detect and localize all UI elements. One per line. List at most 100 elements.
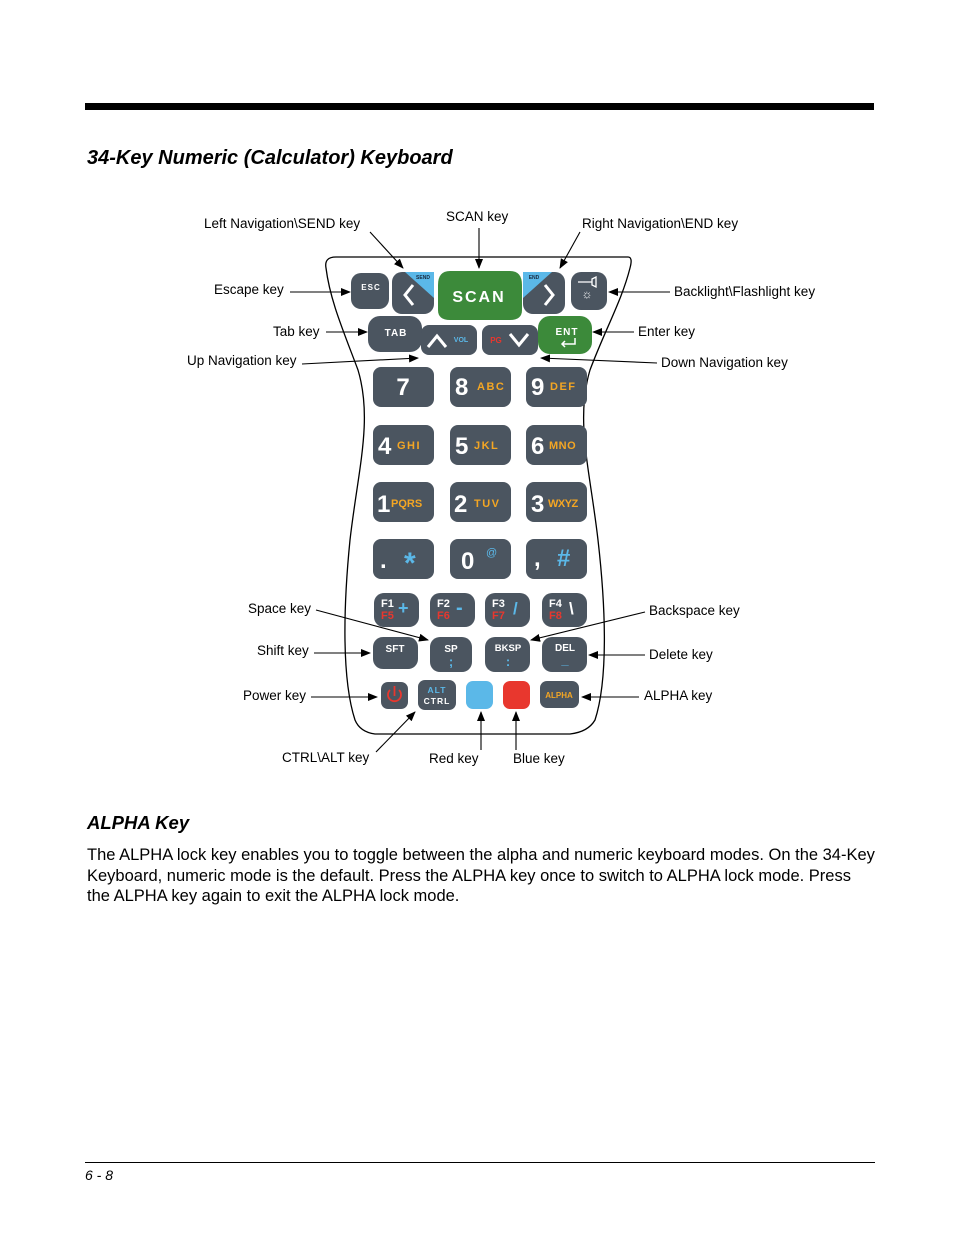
- down-navigation-key[interactable]: PG: [482, 325, 538, 355]
- svg-text:@: @: [486, 547, 497, 559]
- flashlight-icon: [578, 275, 597, 289]
- chevron-down-icon: [508, 333, 530, 348]
- top-rule: [85, 103, 874, 110]
- chevron-left-icon: [403, 284, 415, 306]
- svg-text:4: 4: [378, 433, 392, 460]
- callout-down-navigation: Down Navigation key: [661, 355, 788, 370]
- shift-key[interactable]: SFT: [373, 637, 418, 669]
- chevron-up-icon: [426, 333, 448, 348]
- ctrl-alt-key[interactable]: ALT CTRL: [418, 680, 456, 710]
- scan-key[interactable]: SCAN: [438, 271, 522, 320]
- delete-key[interactable]: DEL _: [542, 637, 587, 672]
- alpha-key-paragraph: The ALPHA lock key enables you to toggle…: [87, 846, 875, 905]
- callout-alpha: ALPHA key: [644, 688, 713, 703]
- svg-text:ABC: ABC: [477, 381, 505, 393]
- svg-text:F5: F5: [381, 610, 394, 622]
- section-title: 34-Key Numeric (Calculator) Keyboard: [87, 147, 453, 169]
- svg-text:/: /: [513, 599, 518, 618]
- key-1[interactable]: 1 PQRS: [373, 482, 434, 522]
- svg-text:\: \: [569, 599, 574, 618]
- svg-text::: :: [506, 654, 510, 669]
- blue-key[interactable]: [466, 681, 493, 709]
- svg-text:VOL: VOL: [454, 337, 469, 344]
- svg-text:3: 3: [531, 491, 544, 518]
- svg-text:F2: F2: [437, 598, 450, 610]
- tab-key[interactable]: TAB: [368, 316, 422, 352]
- svg-text:8: 8: [455, 374, 468, 401]
- alpha-key-heading: ALPHA Key: [87, 812, 190, 833]
- svg-text:GHI: GHI: [397, 440, 421, 452]
- key-3[interactable]: 3 WXYZ: [526, 482, 587, 522]
- callout-enter: Enter key: [638, 324, 695, 339]
- svg-text:-: -: [456, 597, 463, 619]
- key-dot-star[interactable]: . *: [373, 539, 434, 580]
- callout-space: Space key: [248, 601, 311, 616]
- svg-text:_: _: [560, 652, 569, 667]
- left-navigation-send-key[interactable]: SEND: [392, 272, 434, 314]
- svg-text:CTRL: CTRL: [424, 696, 451, 706]
- svg-text:WXYZ: WXYZ: [548, 498, 579, 510]
- key-f1-f5[interactable]: F1 F5 +: [374, 593, 419, 627]
- svg-text:7: 7: [396, 374, 409, 401]
- callout-escape: Escape key: [214, 282, 284, 297]
- svg-text:SP: SP: [444, 644, 458, 655]
- space-key[interactable]: SP ;: [430, 637, 472, 672]
- callout-tab: Tab key: [273, 324, 320, 339]
- svg-text:MNO: MNO: [549, 440, 576, 452]
- backlight-flashlight-key[interactable]: ☼: [571, 272, 607, 310]
- return-icon: [560, 338, 576, 348]
- key-7[interactable]: 7: [373, 367, 434, 407]
- callout-ctrl-alt: CTRL\ALT key: [282, 750, 370, 765]
- svg-text:SCAN: SCAN: [452, 289, 505, 306]
- callout-red: Red key: [429, 751, 479, 766]
- callout-shift: Shift key: [257, 643, 309, 658]
- callout-right-navigation: Right Navigation\END key: [582, 216, 738, 231]
- svg-text:ALT: ALT: [428, 685, 447, 695]
- key-9[interactable]: 9 DEF: [526, 367, 587, 407]
- svg-text:2: 2: [454, 491, 467, 518]
- callout-scan: SCAN key: [446, 209, 509, 224]
- red-key[interactable]: [503, 681, 530, 709]
- key-5[interactable]: 5 JKL: [450, 425, 511, 465]
- power-key[interactable]: [381, 682, 408, 709]
- key-f3-f7[interactable]: F3 F7 /: [485, 593, 530, 627]
- svg-text:BKSP: BKSP: [495, 643, 522, 654]
- right-navigation-end-key[interactable]: END: [523, 272, 565, 314]
- callout-backspace: Backspace key: [649, 603, 740, 618]
- svg-text:ALPHA: ALPHA: [545, 691, 573, 700]
- alpha-key[interactable]: ALPHA: [540, 681, 579, 708]
- svg-text:#: #: [557, 545, 570, 572]
- svg-text:DEL: DEL: [555, 643, 575, 654]
- svg-text:END: END: [529, 275, 540, 281]
- svg-text:,: ,: [534, 545, 541, 572]
- svg-text:JKL: JKL: [474, 440, 499, 452]
- svg-text:F3: F3: [492, 598, 505, 610]
- key-8[interactable]: 8 ABC: [450, 367, 511, 407]
- key-comma-hash[interactable]: , #: [526, 539, 587, 579]
- svg-text:PQRS: PQRS: [391, 498, 422, 510]
- svg-text:F8: F8: [549, 610, 562, 622]
- svg-text:F6: F6: [437, 610, 450, 622]
- key-f2-f6[interactable]: F2 F6 -: [430, 593, 475, 627]
- svg-text:F4: F4: [549, 598, 563, 610]
- callout-blue: Blue key: [513, 751, 565, 766]
- callout-left-navigation: Left Navigation\SEND key: [204, 216, 360, 231]
- svg-text:DEF: DEF: [550, 381, 577, 393]
- callout-up-navigation: Up Navigation key: [187, 353, 297, 368]
- svg-text:.: .: [380, 547, 387, 574]
- svg-text:F7: F7: [492, 610, 505, 622]
- key-f4-f8[interactable]: F4 F8 \: [542, 593, 587, 627]
- enter-key[interactable]: ENT: [538, 316, 592, 354]
- key-4[interactable]: 4 GHI: [373, 425, 434, 465]
- leader-lines: [290, 228, 670, 753]
- svg-text:PG: PG: [490, 336, 502, 345]
- svg-text:F1: F1: [381, 598, 394, 610]
- key-0[interactable]: 0 @: [450, 539, 511, 579]
- backspace-key[interactable]: BKSP :: [485, 637, 530, 672]
- callout-delete: Delete key: [649, 647, 713, 662]
- svg-text:SEND: SEND: [416, 275, 430, 281]
- escape-key[interactable]: ESC: [351, 273, 389, 309]
- key-6[interactable]: 6 MNO: [526, 425, 587, 465]
- up-navigation-key[interactable]: VOL: [421, 325, 477, 355]
- key-2[interactable]: 2 TUV: [450, 482, 511, 522]
